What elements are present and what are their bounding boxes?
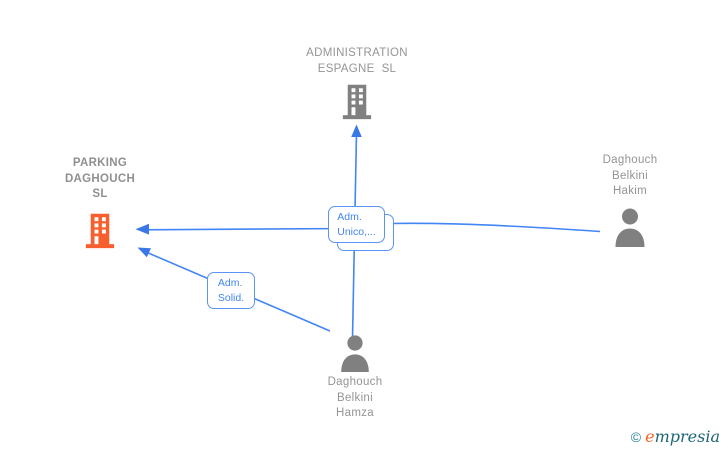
node-label: ADMINISTRATION ESPAGNE SL [306, 47, 408, 75]
node-daghouch-belkini-hamza[interactable]: Daghouch Belkini Hamza [285, 334, 425, 422]
node-label: Daghouch Belkini Hakim [602, 154, 658, 197]
node-label: Daghouch Belkini Hamza [327, 376, 383, 419]
node-administration-espagne-sl[interactable]: ADMINISTRATION ESPAGNE SL [257, 46, 457, 120]
node-parking-daghouch-sl[interactable]: PARKING DAGHOUCH SL [30, 156, 170, 249]
copyright-icon: © [630, 429, 642, 445]
company-building-icon [342, 84, 372, 120]
brand-letter-e: e [645, 427, 655, 446]
node-label: PARKING DAGHOUCH SL [64, 157, 136, 200]
empresia-watermark: © e mpresia [631, 427, 720, 446]
edge-hakim-to-parking [135, 222, 601, 235]
arrowhead-up-icon [351, 124, 362, 137]
arrowhead-left-icon [135, 223, 149, 235]
person-icon [615, 208, 645, 247]
company-building-icon [85, 213, 115, 248]
node-daghouch-belkini-hakim[interactable]: Daghouch Belkini Hakim [560, 153, 700, 248]
edge-label-adm-solid[interactable]: Adm. Solid. [207, 272, 255, 309]
person-icon [341, 335, 369, 372]
arrowhead-diagonal-icon [137, 247, 151, 258]
brand-name: mpresia [654, 427, 720, 446]
edge-label-text: Adm. Solid. [217, 277, 245, 304]
edge-label-adm-unico[interactable]: Adm. Unico,... [328, 206, 385, 243]
edge-label-text: Adm. Unico,... [337, 211, 376, 238]
